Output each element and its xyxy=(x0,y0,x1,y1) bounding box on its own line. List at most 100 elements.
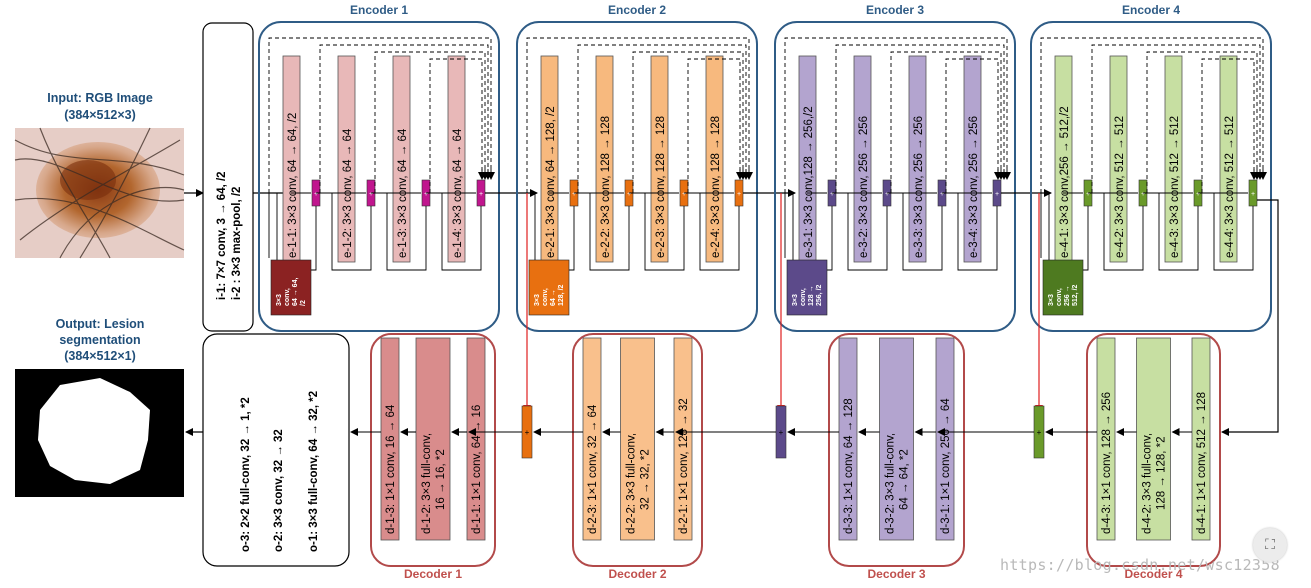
decoder-4-block-2 xyxy=(1136,337,1171,541)
encoder-4-dense-link-3 xyxy=(1146,51,1258,193)
encoder-2-title: Encoder 2 xyxy=(608,3,666,17)
skip-sum-symbol-3: + xyxy=(1037,428,1042,437)
encoder-4-residual-loop-4 xyxy=(1213,193,1254,271)
encoder-3-sum-symbol-4: + xyxy=(995,191,999,198)
decoder-2-block-2-label-a: d-2-2: 3×3 full-conv, xyxy=(626,433,638,534)
encoder-1-dense-link-4 xyxy=(429,58,483,193)
encoder-1-title: Encoder 1 xyxy=(350,3,408,17)
stem-i1-label: i-1: 7×7 conv, 3 → 64, /2 xyxy=(216,171,228,300)
encoder-4-residual-loop-3 xyxy=(1158,193,1199,271)
encoder-3-block-1-label: e-3-1: 3×3 conv,128 → 256,/2 xyxy=(803,106,815,258)
encoder-4-block-3 xyxy=(1164,55,1183,263)
output-subtitle: segmentation xyxy=(59,333,140,347)
output-segmentation-mask xyxy=(15,369,184,497)
encoder-1-sum-symbol-4: + xyxy=(479,191,483,198)
encoder-3-sum-symbol-1: + xyxy=(830,191,834,198)
decoder-2-block-3 xyxy=(673,337,693,541)
input-rgb-image xyxy=(14,127,185,259)
encoder-3-dense-link-2 xyxy=(835,44,1005,193)
encoder-3-downsample-block xyxy=(786,259,828,316)
encoder-1-frame xyxy=(258,21,500,332)
encoder-2-downsample-label-2: conv, xyxy=(542,288,549,306)
encoder-1-residual-loop-2 xyxy=(331,193,372,271)
input-size: (384×512×3) xyxy=(64,108,136,122)
encoder-3-block-4-label: e-3-4: 3×3 conv, 256 → 256 xyxy=(968,116,980,258)
encoder-4-sum-symbol-3: + xyxy=(1196,191,1200,198)
stem-i2-label: i-2 : 3×3 max-pool, /2 xyxy=(231,187,243,300)
encoder-1-block-1-label: e-1-1: 3×3 conv, 64 → 64, /2 xyxy=(287,113,299,258)
encoder-2-residual-loop-3 xyxy=(644,193,685,271)
decoder-4-block-1-label: d-4-3: 1×1 conv, 128 → 256 xyxy=(1101,392,1113,534)
encoder-4-title: Encoder 4 xyxy=(1122,3,1180,17)
encoder-4-sum-symbol-2: + xyxy=(1141,191,1145,198)
encoder-4-downsample-label-4: 512, /2 xyxy=(1072,284,1079,306)
decoder-4-block-3 xyxy=(1191,337,1211,541)
decoder-4-block-1 xyxy=(1096,337,1116,541)
encoder-1-downsample-label-4: /2 xyxy=(300,300,307,306)
head-o3-label: o-3: 2×2 full-conv, 32 → 1, *2 xyxy=(240,397,252,552)
decoder-1-block-3 xyxy=(466,337,486,541)
encoder-1-dense-link-1 xyxy=(268,37,492,193)
decoder-2-frame xyxy=(572,333,703,567)
encoder-2-downsample-label-4: 128, /2 xyxy=(558,284,565,306)
decoder-1-block-2-label-a: d-1-2: 3×3 full-conv, xyxy=(421,433,433,534)
encoder-3-block-4 xyxy=(963,55,982,263)
encoder-1-block-4 xyxy=(447,55,466,263)
encoder-4-dense-link-1 xyxy=(1040,37,1264,193)
decoder-3-block-1 xyxy=(838,337,858,541)
watermark-text: https://blog.csdn.net/wsc12358 xyxy=(1000,556,1280,574)
encoder-2-block-4 xyxy=(705,55,724,263)
decoder-1-block-2-label-b: 16 → 16, *2 xyxy=(435,449,447,510)
encoder-3-block-2-label: e-3-2: 3×3 conv, 256 → 256 xyxy=(858,116,870,258)
encoder-1-dense-link-2 xyxy=(319,44,489,193)
encoder-3-residual-loop-4 xyxy=(957,193,998,271)
encoder-2-residual-loop-4 xyxy=(699,193,740,271)
encoder-2-block-3 xyxy=(650,55,669,263)
encoder-2-sum-symbol-3: + xyxy=(682,191,686,198)
encoder-3-downsample-label-3: 128 → xyxy=(808,285,815,306)
encoder-4-sum-symbol-1: + xyxy=(1086,191,1090,198)
encoder-2-block-2-label: e-2-2: 3×3 conv, 128 → 128 xyxy=(600,116,612,258)
decoder-1-block-3-label: d-1-1: 1×1 conv, 64 → 16 xyxy=(471,405,483,534)
encoder-1-block-2 xyxy=(337,55,356,263)
encoder-2-dense-link-1 xyxy=(526,37,750,193)
encoder-4-block-2-label: e-4-2: 3×3 conv, 512 → 512 xyxy=(1114,116,1126,258)
decoder-4-title: Decoder 4 xyxy=(1124,567,1182,581)
decoder-4-frame xyxy=(1086,333,1221,567)
encoder-4-block-1-label: e-4-1: 3×3 conv,256 → 512,/2 xyxy=(1059,106,1071,258)
decoder-2-block-1-label: d-2-3: 1×1 conv, 32 → 64 xyxy=(587,404,599,534)
decoder-4-block-2-label-b: 128 → 128, *2 xyxy=(1156,436,1168,510)
output-size: (384×512×1) xyxy=(64,349,136,363)
encoder-4-dense-link-2 xyxy=(1091,44,1261,193)
decoder-3-block-1-label: d-3-3: 1×1 conv, 64 → 128 xyxy=(843,398,855,534)
collapse-icon[interactable]: ⛶ xyxy=(1253,528,1287,562)
encoder-2-downsample-label-1: 3×3 xyxy=(534,294,541,306)
encoder-3-dense-link-3 xyxy=(890,51,1002,193)
encoder-3-downsample-label-2: conv, xyxy=(800,288,807,306)
encoder-2-block-2 xyxy=(595,55,614,263)
encoder-4-block-4 xyxy=(1219,55,1238,263)
decoder-3-block-2 xyxy=(879,337,914,541)
skip-connection-2: + xyxy=(675,193,839,459)
encoder-1-sum-symbol-1: + xyxy=(314,191,318,198)
encoder-3-title: Encoder 3 xyxy=(866,3,924,17)
encoder-1-downsample-label-2: conv, xyxy=(284,288,291,306)
encoder-3-frame xyxy=(774,21,1016,332)
skip-sum-symbol-2: + xyxy=(779,428,784,437)
decoder-1-block-1 xyxy=(380,337,400,541)
encoder-3-block-3 xyxy=(908,55,927,263)
encoder-3-block-2 xyxy=(853,55,872,263)
encoder-2-block-1-label: e-2-1: 3×3 conv, 64 → 128, /2 xyxy=(545,106,557,258)
encoder-2-sum-symbol-1: + xyxy=(572,191,576,198)
encoder-3-residual-loop-2 xyxy=(847,193,888,271)
encoder-3: Encoder 3 e-3-1: 3×3 conv,128 → 256,/2 e-3… xyxy=(774,3,1016,332)
encoder-2-sum-symbol-4: + xyxy=(737,191,741,198)
head-o2-label: o-2: 3×3 conv, 32 → 32 xyxy=(273,429,285,552)
